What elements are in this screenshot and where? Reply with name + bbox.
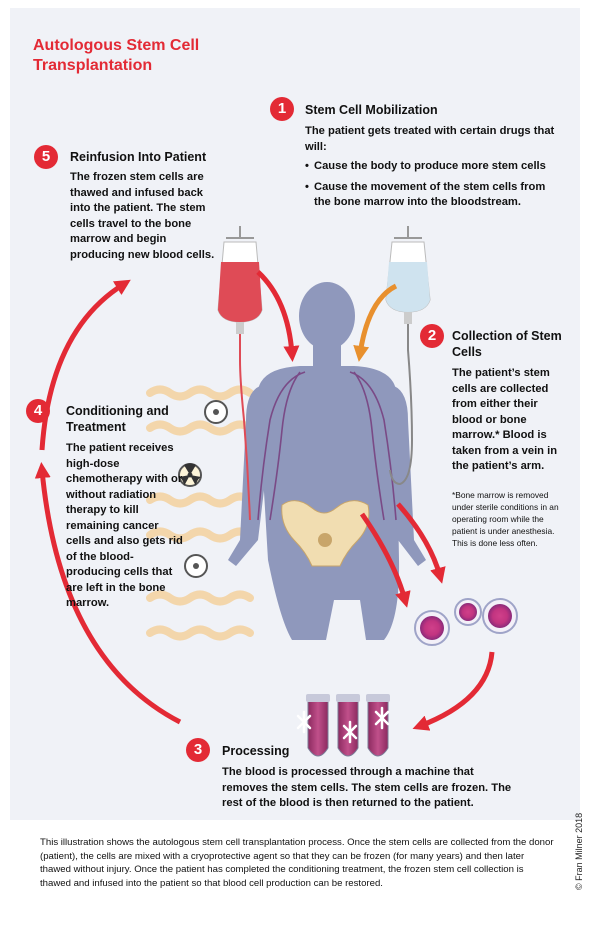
step-5-heading: Reinfusion Into Patient (70, 150, 207, 164)
step-5-badge: 5 (34, 145, 58, 169)
stem-cells (414, 598, 518, 646)
step-2-badge: 2 (420, 324, 444, 348)
frozen-stem-cell-tubes (296, 694, 390, 757)
heat-waves (146, 385, 254, 641)
radiation-icon (178, 463, 202, 487)
step-1-bullet: Cause the movement of the stem cells fro… (305, 180, 560, 211)
page-title: Autologous Stem Cell Transplantation (33, 37, 200, 74)
step-1-heading: Stem Cell Mobilization (305, 103, 438, 117)
step-1-body: The patient gets treated with certain dr… (305, 124, 560, 216)
step-1-badge: 1 (270, 97, 294, 121)
step-3-heading: Processing (222, 744, 290, 758)
biohazard-icon-2 (184, 554, 208, 578)
caption: This illustration shows the autologous s… (40, 837, 554, 889)
step-1-bullet: Cause the body to produce more stem cell… (305, 159, 560, 175)
step-4-badge: 4 (26, 399, 50, 423)
iv-bag-collection (385, 226, 431, 486)
step-2-heading: Collection of Stem Cells (452, 329, 562, 359)
patient-body (228, 282, 426, 640)
step-1-intro: The patient gets treated with certain dr… (305, 125, 555, 153)
step-3-body: The blood is processed through a machine… (222, 766, 512, 809)
step-4-body: The patient receives high-dose chemother… (66, 442, 183, 609)
step-5-body: The frozen stem cells are thawed and inf… (70, 171, 215, 261)
biohazard-icon (204, 400, 228, 424)
iv-bag-blood (217, 226, 263, 521)
step-4-heading: Conditioning and Treatment (66, 404, 169, 434)
copyright: © Fran Milner 2018 (574, 812, 584, 890)
step-3-badge: 3 (186, 738, 210, 762)
step-2-body: The patient’s stem cells are collected f… (452, 367, 558, 472)
veins (257, 371, 397, 521)
step-2-footnote: *Bone marrow is removed under sterile co… (452, 490, 559, 548)
